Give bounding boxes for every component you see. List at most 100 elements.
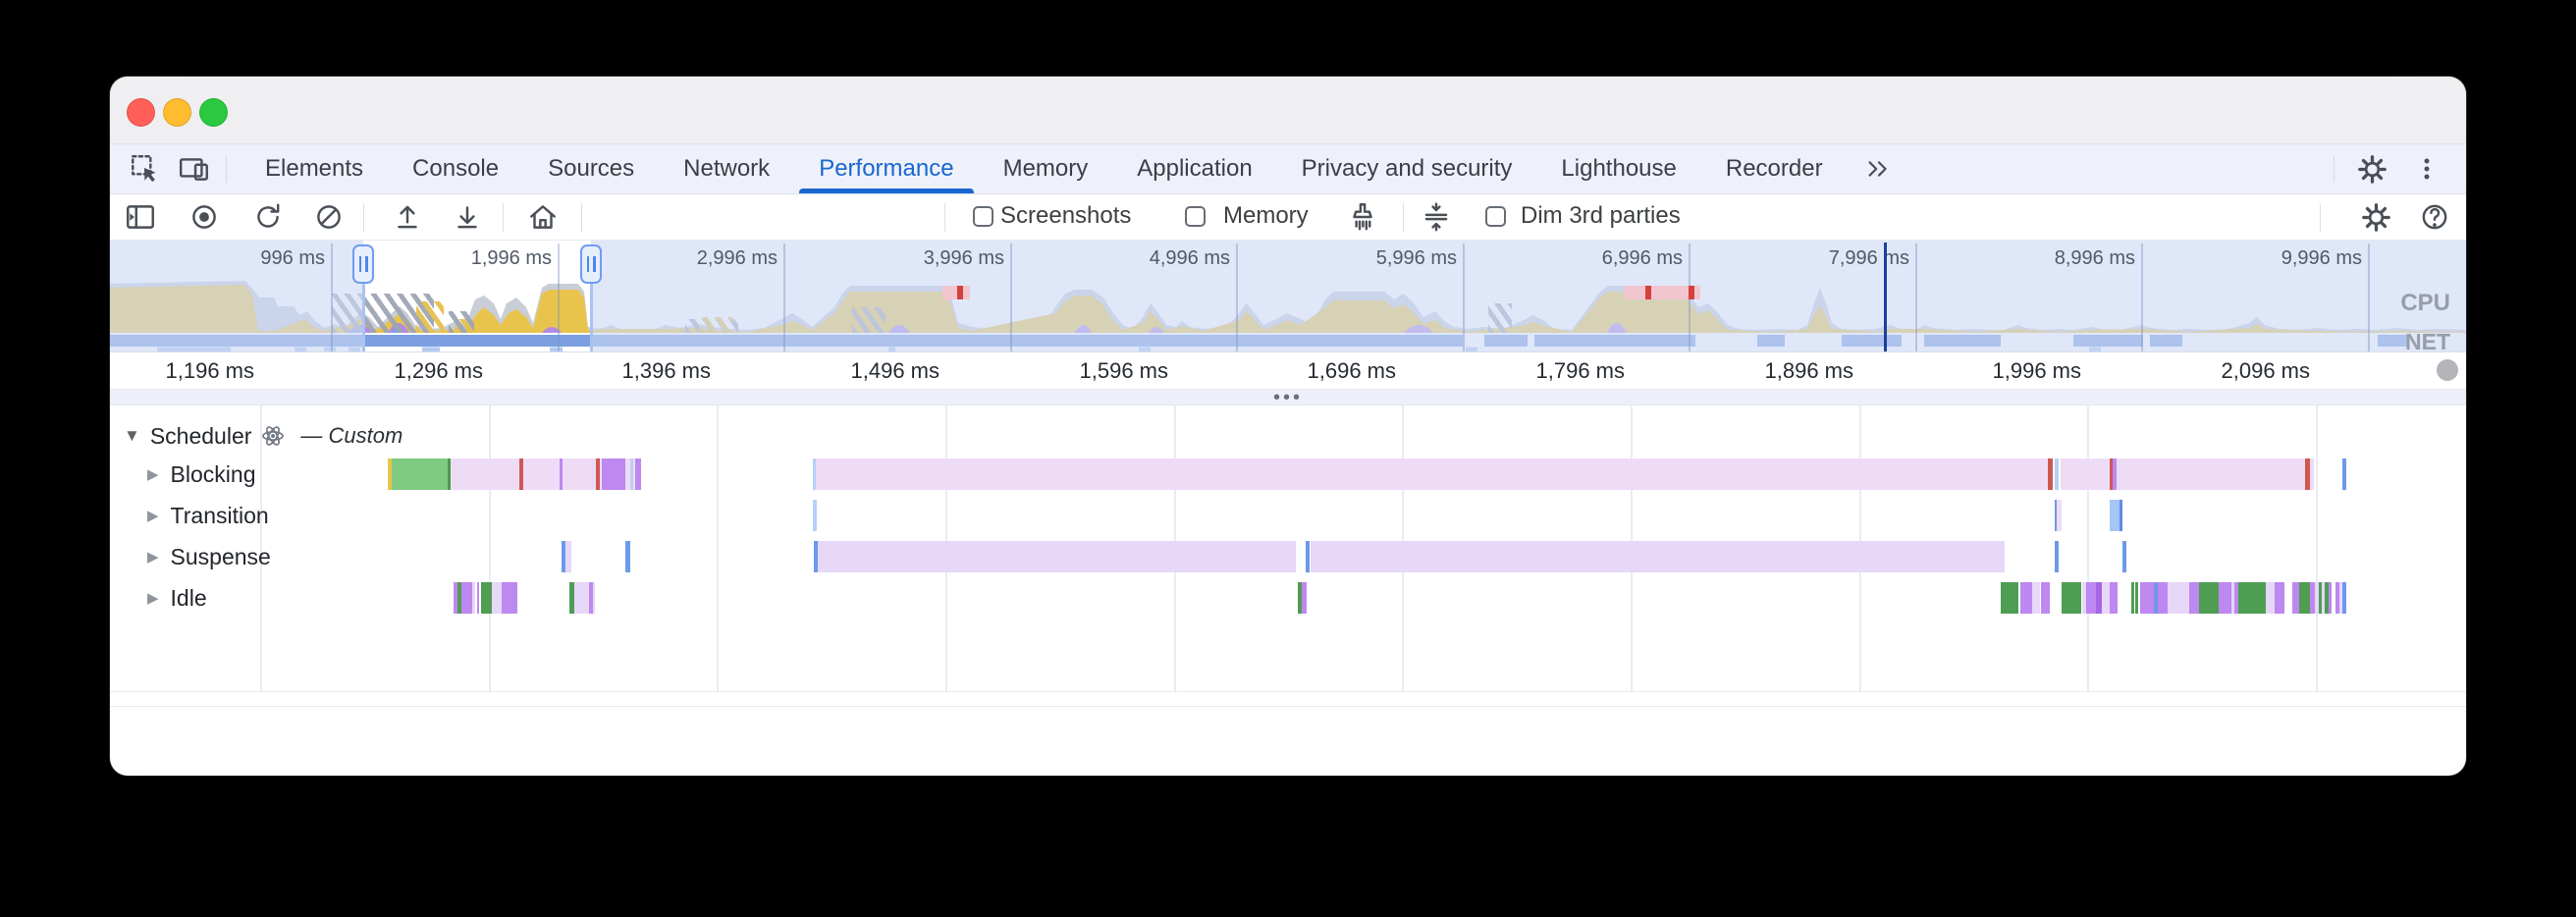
flame-segment-blocking[interactable] bbox=[602, 458, 625, 490]
flame-segment-idle[interactable] bbox=[2219, 582, 2231, 614]
flame-segment-blocking[interactable] bbox=[600, 458, 602, 490]
track-row-label-suspense[interactable]: ▶Suspense bbox=[147, 543, 271, 570]
flame-segment-idle[interactable] bbox=[2319, 582, 2322, 614]
record-icon[interactable] bbox=[187, 199, 222, 235]
expand-triangle-icon[interactable]: ▼ bbox=[124, 426, 140, 445]
flame-segment-blocking[interactable] bbox=[392, 458, 448, 490]
dim-3rd-parties-checkbox[interactable] bbox=[1485, 206, 1506, 227]
flame-segment-idle[interactable] bbox=[2020, 582, 2032, 614]
flame-segment-idle[interactable] bbox=[492, 582, 502, 614]
flame-segment-idle[interactable] bbox=[2266, 582, 2275, 614]
dim-3rd-parties-checkbox-label[interactable]: Dim 3rd parties bbox=[1521, 202, 1681, 229]
tab-recorder[interactable]: Recorder bbox=[1725, 155, 1823, 182]
flame-segment-idle[interactable] bbox=[2275, 582, 2284, 614]
flame-segment-idle[interactable] bbox=[2292, 582, 2299, 614]
flame-segment-blocking[interactable] bbox=[2048, 458, 2053, 490]
flame-segment-idle[interactable] bbox=[454, 582, 457, 614]
flame-segment-suspense[interactable] bbox=[2055, 541, 2059, 572]
flame-segment-idle[interactable] bbox=[2062, 582, 2081, 614]
collapsed-triangle-icon[interactable]: ▶ bbox=[147, 508, 159, 524]
tab-network[interactable]: Network bbox=[683, 155, 771, 182]
flame-segment-idle[interactable] bbox=[2310, 582, 2315, 614]
flame-segment-blocking[interactable] bbox=[448, 458, 451, 490]
flame-segment-blocking[interactable] bbox=[635, 458, 641, 490]
memory-checkbox[interactable] bbox=[1185, 206, 1206, 227]
flame-segment-blocking[interactable] bbox=[596, 458, 600, 490]
flame-segment-idle[interactable] bbox=[2041, 582, 2050, 614]
flame-segment-blocking[interactable] bbox=[2117, 458, 2305, 490]
flame-segment-idle[interactable] bbox=[2082, 582, 2086, 614]
vertical-scrollbar-thumb[interactable] bbox=[2437, 359, 2458, 381]
device-toolbar-icon[interactable] bbox=[177, 151, 212, 187]
flame-segment-idle[interactable] bbox=[2322, 582, 2325, 614]
flame-segment-blocking[interactable] bbox=[633, 458, 635, 490]
flame-segment-blocking[interactable] bbox=[523, 458, 560, 490]
flame-segment-suspense[interactable] bbox=[562, 541, 565, 572]
collapsed-triangle-icon[interactable]: ▶ bbox=[147, 549, 159, 566]
track-row-label-blocking[interactable]: ▶Blocking bbox=[147, 460, 255, 488]
screenshots-checkbox-label[interactable]: Screenshots bbox=[1000, 202, 1132, 229]
flame-segment-suspense[interactable] bbox=[565, 541, 571, 572]
flame-segment-idle[interactable] bbox=[2135, 582, 2138, 614]
flame-segment-suspense[interactable] bbox=[625, 541, 630, 572]
flame-segment-idle[interactable] bbox=[457, 582, 461, 614]
flame-segment-transition[interactable] bbox=[2120, 500, 2122, 531]
flame-segment-idle[interactable] bbox=[2110, 582, 2118, 614]
tab-privacy-and-security[interactable]: Privacy and security bbox=[1301, 155, 1513, 182]
tab-console[interactable]: Console bbox=[412, 155, 500, 182]
flame-segment-suspense[interactable] bbox=[814, 541, 818, 572]
flame-segment-idle[interactable] bbox=[2131, 582, 2134, 614]
flame-segment-idle[interactable] bbox=[2339, 582, 2342, 614]
tab-lighthouse[interactable]: Lighthouse bbox=[1561, 155, 1677, 182]
flame-segment-blocking[interactable] bbox=[2110, 458, 2113, 490]
flame-segment-idle[interactable] bbox=[502, 582, 517, 614]
flame-segment-idle[interactable] bbox=[481, 582, 492, 614]
flame-segment-idle[interactable] bbox=[2168, 582, 2189, 614]
help-icon[interactable] bbox=[2417, 199, 2452, 235]
collapsed-triangle-icon[interactable]: ▶ bbox=[147, 590, 159, 607]
tab-elements[interactable]: Elements bbox=[265, 155, 364, 182]
flame-segment-idle[interactable] bbox=[2238, 582, 2266, 614]
flame-segment-idle[interactable] bbox=[2154, 582, 2158, 614]
flame-segment-idle[interactable] bbox=[2335, 582, 2339, 614]
record-and-reload-icon[interactable] bbox=[250, 199, 286, 235]
flame-segment-suspense[interactable] bbox=[818, 541, 1296, 572]
flame-segment-idle[interactable] bbox=[1298, 582, 1302, 614]
flame-segment-idle[interactable] bbox=[2032, 582, 2040, 614]
flame-segment-idle[interactable] bbox=[2001, 582, 2018, 614]
flame-segment-idle[interactable] bbox=[2086, 582, 2096, 614]
flame-segment-idle[interactable] bbox=[2231, 582, 2234, 614]
flame-segment-idle[interactable] bbox=[2140, 582, 2154, 614]
live-metrics-home-icon[interactable] bbox=[525, 199, 561, 235]
zoom-window-button[interactable] bbox=[199, 98, 228, 127]
flame-segment-idle[interactable] bbox=[2199, 582, 2219, 614]
collect-garbage-brush-icon[interactable] bbox=[1345, 199, 1380, 235]
track-row-label-idle[interactable]: ▶Idle bbox=[147, 584, 207, 612]
flame-segment-idle[interactable] bbox=[461, 582, 472, 614]
flame-segment-blocking[interactable] bbox=[560, 458, 563, 490]
flame-segment-idle[interactable] bbox=[472, 582, 475, 614]
screenshots-checkbox[interactable] bbox=[973, 206, 993, 227]
minimize-window-button[interactable] bbox=[163, 98, 191, 127]
tab-memory[interactable]: Memory bbox=[1002, 155, 1089, 182]
flame-segment-idle[interactable] bbox=[2102, 582, 2110, 614]
flame-segment-idle[interactable] bbox=[2189, 582, 2199, 614]
flame-segment-idle[interactable] bbox=[2299, 582, 2310, 614]
tab-sources[interactable]: Sources bbox=[548, 155, 635, 182]
tab-performance[interactable]: Performance bbox=[794, 144, 978, 193]
flame-segment-transition[interactable] bbox=[2055, 500, 2057, 531]
flame-segment-idle[interactable] bbox=[2096, 582, 2102, 614]
save-profile-icon[interactable] bbox=[450, 199, 485, 235]
flame-segment-transition[interactable] bbox=[813, 500, 817, 531]
flame-segment-blocking[interactable] bbox=[2113, 458, 2117, 490]
flame-segment-idle[interactable] bbox=[574, 582, 589, 614]
selection-handle-right[interactable] bbox=[580, 244, 602, 284]
flame-segment-idle[interactable] bbox=[2315, 582, 2319, 614]
flame-segment-blocking[interactable] bbox=[2055, 458, 2059, 490]
flame-segment-blocking[interactable] bbox=[519, 458, 523, 490]
flame-segment-idle[interactable] bbox=[2342, 582, 2346, 614]
more-options-kebab-icon[interactable] bbox=[2409, 151, 2444, 187]
inspect-element-icon[interactable] bbox=[128, 151, 163, 187]
track-header-scheduler[interactable]: ▼ Scheduler — Custom bbox=[124, 422, 402, 450]
